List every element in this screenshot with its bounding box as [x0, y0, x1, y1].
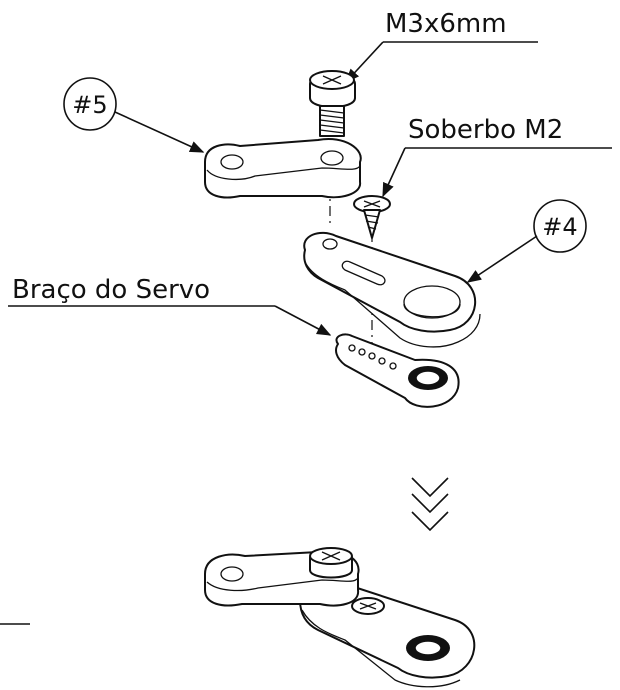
leader-arrow	[114, 111, 205, 153]
balloon-circle	[63, 77, 117, 131]
arm-large-hole	[403, 285, 461, 319]
assembled-hub-bore	[414, 640, 442, 656]
link-hole	[320, 150, 344, 166]
chevron	[411, 511, 449, 532]
balloon-part-4: #4	[466, 199, 587, 283]
horn-hole	[348, 344, 356, 352]
link-hole	[220, 154, 244, 170]
screw-thread	[364, 214, 380, 230]
balloon-number: #5	[72, 91, 107, 119]
balloon-number: #4	[542, 213, 577, 241]
horn-spline-bore	[415, 370, 441, 386]
part-4-arm	[303, 231, 481, 348]
cross-recess-icon	[359, 602, 377, 610]
arm-hole	[322, 238, 338, 250]
leader-arrow	[274, 305, 332, 336]
link-body	[204, 138, 362, 199]
assembled-arm-thickness	[301, 609, 461, 688]
link-top-edge	[206, 165, 361, 181]
horn-hole	[378, 357, 386, 365]
cross-recess-icon	[363, 200, 381, 208]
callout-m2-screw: Soberbo M2	[382, 115, 612, 198]
callout-m3-screw: M3x6mm	[345, 9, 538, 84]
chevron-down-icon	[411, 477, 449, 532]
arm-thickness	[304, 261, 481, 348]
screw-thread	[319, 109, 345, 134]
chevron	[411, 477, 449, 498]
callout-servo-arm: Braço do Servo	[8, 275, 332, 336]
balloon-part-5: #5	[63, 77, 205, 153]
m2-screw	[353, 195, 391, 239]
arm-body	[303, 231, 477, 333]
cross-recess-icon	[321, 551, 341, 561]
leader-arrow	[466, 235, 538, 283]
horn-hole	[368, 352, 376, 360]
chevron	[411, 493, 449, 514]
m3-screw	[309, 70, 356, 137]
screw-tip	[363, 209, 381, 239]
arm-hole-wall	[403, 303, 461, 318]
assembled-link-hole	[220, 566, 244, 582]
arm-slot	[341, 260, 386, 286]
horn-hole	[389, 362, 397, 370]
leader-arrow	[382, 147, 406, 198]
assembled-link-edge	[206, 577, 359, 592]
part-5-link	[204, 138, 362, 199]
horn-hole	[358, 348, 366, 356]
balloon-circle	[533, 199, 587, 253]
label-soberbo-m2: Soberbo M2	[408, 115, 563, 145]
label-braco-do-servo: Braço do Servo	[12, 275, 210, 305]
assembled-view	[204, 547, 476, 688]
label-m3x6mm: M3x6mm	[385, 9, 507, 39]
servo-horn	[335, 333, 460, 408]
cross-recess-icon	[322, 75, 342, 85]
